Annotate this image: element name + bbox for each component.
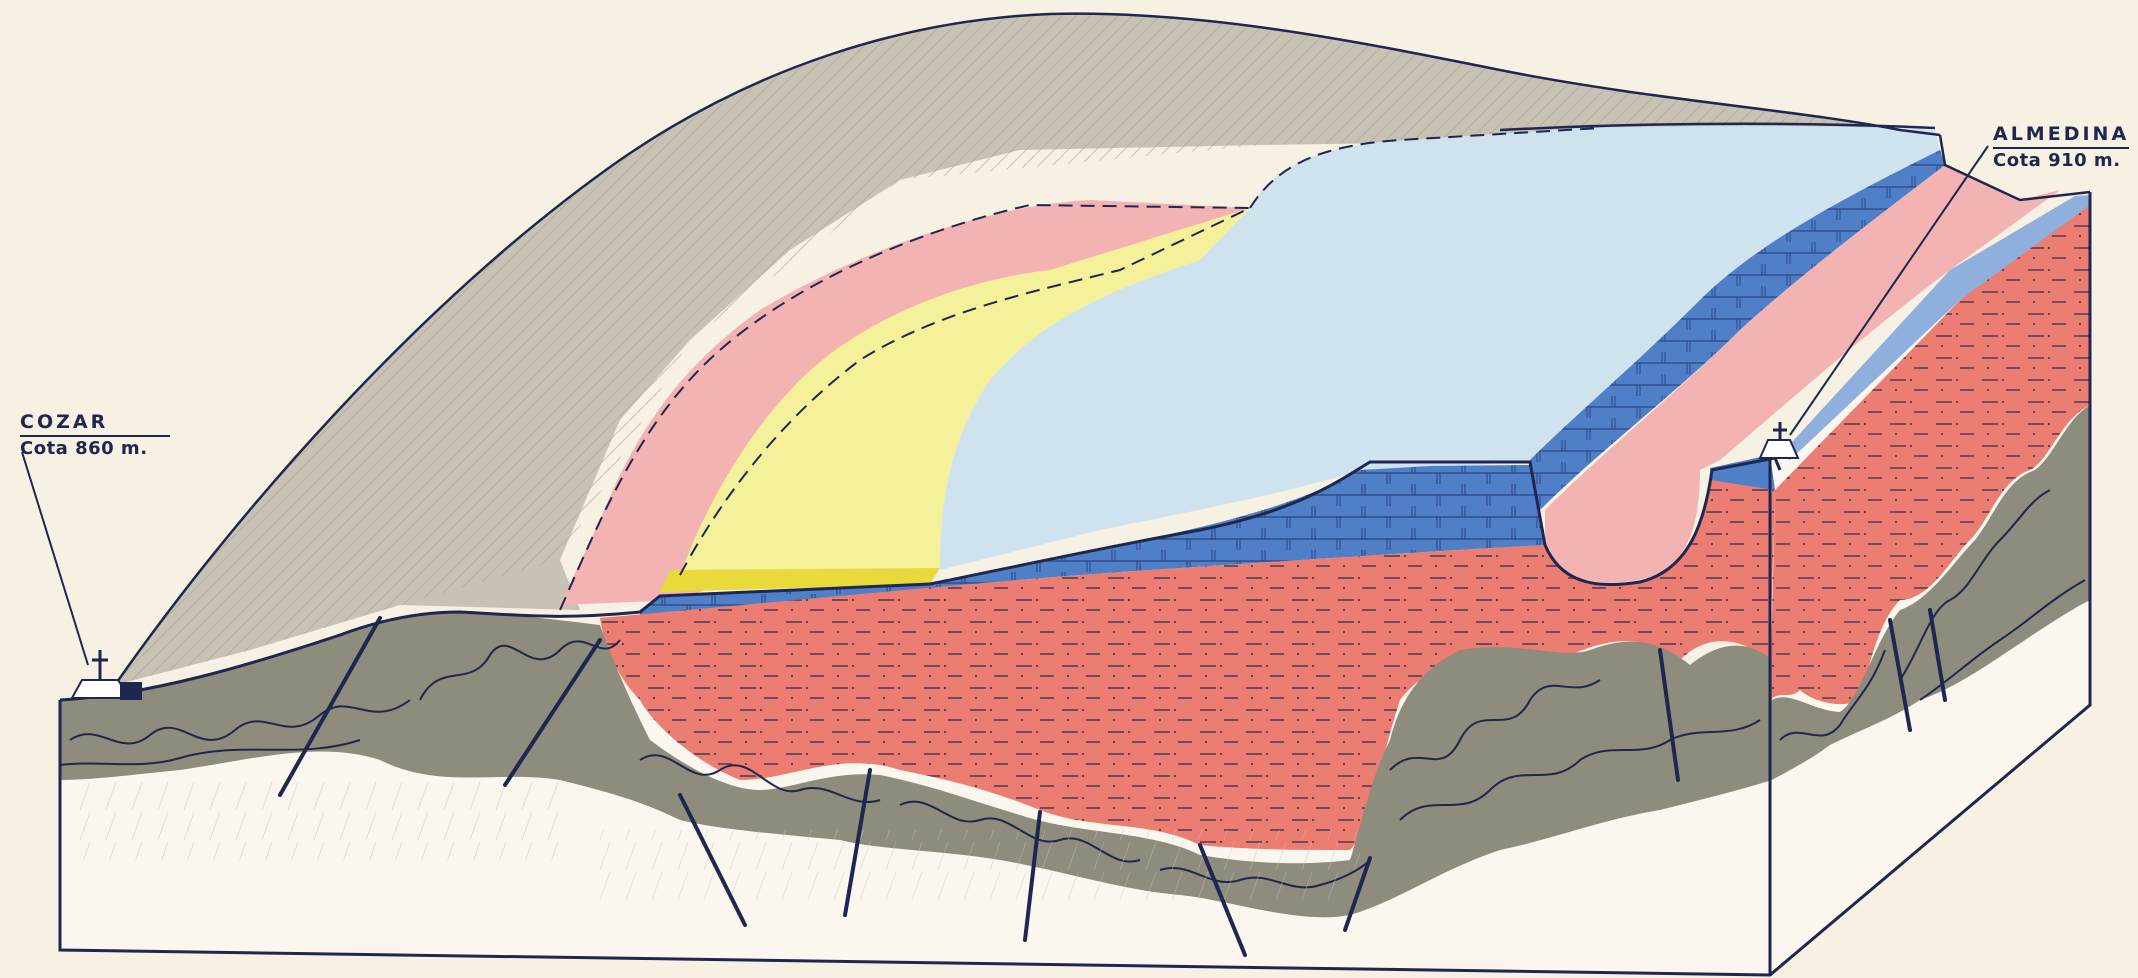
almedina-elevation: Cota 910 m. (1993, 151, 2129, 172)
almedina-label: ALMEDINA Cota 910 m. (1993, 124, 2129, 172)
almedina-name: ALMEDINA (1993, 124, 2129, 146)
almedina-rule (1993, 147, 2129, 149)
basement-hatch (80, 780, 560, 860)
cozar-name: COZAR (20, 412, 170, 434)
cozar-label: COZAR Cota 860 m. (20, 412, 170, 460)
cozar-elevation: Cota 860 m. (20, 439, 170, 460)
cozar-rule (20, 435, 170, 437)
cozar-leader (22, 452, 88, 665)
